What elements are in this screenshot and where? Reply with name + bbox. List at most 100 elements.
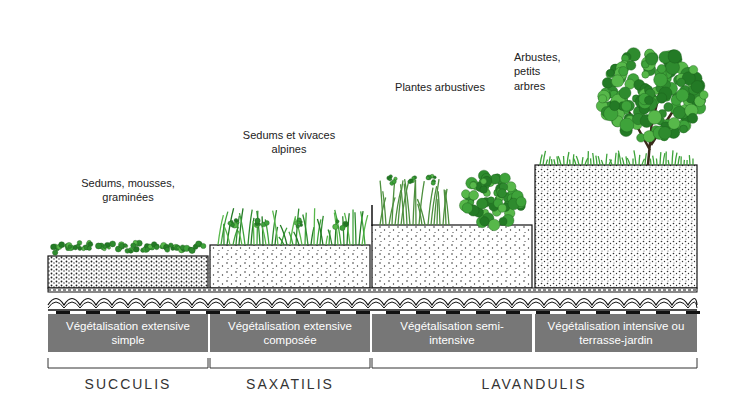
plant-stem	[445, 190, 449, 225]
plant-stem	[392, 179, 395, 225]
foliage	[598, 90, 610, 102]
plant-stem	[653, 156, 654, 165]
plant-stem	[615, 153, 616, 165]
foliage	[498, 189, 507, 198]
band-label: Végétalisation extensive simple	[54, 319, 202, 348]
plant-stem	[262, 225, 266, 245]
foliage	[387, 176, 391, 180]
plant-stem	[383, 191, 386, 225]
foliage	[620, 118, 634, 132]
foliage	[680, 125, 688, 133]
plant-stem	[313, 208, 315, 245]
plant-stem	[413, 180, 416, 225]
foliage	[668, 50, 681, 63]
plant-stem	[645, 153, 646, 165]
plant-stem	[610, 159, 612, 165]
foliage	[498, 204, 506, 212]
foliage	[431, 181, 435, 185]
plant-stem	[576, 156, 579, 165]
foliage	[691, 81, 703, 93]
plant-stem	[678, 156, 680, 165]
plant-stem	[574, 159, 576, 165]
foliage	[95, 243, 101, 249]
foliage	[480, 217, 489, 226]
foliage	[265, 221, 270, 226]
substrate-layer	[210, 245, 370, 288]
group-bracket	[210, 358, 370, 368]
plant-stem	[593, 153, 594, 165]
foliage	[128, 247, 133, 252]
plant-stem	[434, 179, 439, 225]
plant-label: Arbustes, petits arbres	[514, 50, 572, 93]
foliage	[648, 110, 662, 124]
foliage	[668, 118, 680, 130]
band-label: Végétalisation semi-intensive	[378, 319, 526, 348]
foliage	[433, 176, 436, 179]
foliage	[103, 245, 107, 249]
plant-stem	[683, 160, 685, 165]
foliage	[659, 127, 672, 140]
foliage	[677, 78, 686, 87]
foliage	[642, 71, 649, 78]
plant-stem	[224, 226, 230, 245]
foliage	[51, 244, 57, 250]
plant-stem	[265, 219, 269, 245]
plant-stem	[546, 159, 548, 165]
plant-stem	[590, 158, 592, 165]
plant-stem	[680, 156, 682, 165]
foliage	[626, 61, 635, 70]
plant-stem	[273, 211, 278, 245]
plant-stem	[380, 181, 383, 225]
plant-stem	[257, 211, 260, 245]
plant-stem	[601, 160, 603, 165]
plant-stem	[218, 215, 223, 245]
plant-stem	[290, 216, 296, 245]
plant-stem	[361, 211, 365, 245]
plant-stem	[554, 159, 555, 165]
plant-stem	[675, 153, 677, 165]
plant-stem	[280, 225, 287, 245]
foliage	[654, 73, 668, 87]
substrate-layer	[48, 256, 208, 288]
plant-stem	[317, 219, 323, 245]
plant-label: Plantes arbustives	[380, 80, 500, 94]
foliage	[124, 244, 127, 247]
group-bracket	[372, 358, 697, 368]
foliage	[645, 96, 654, 105]
plant-stem	[352, 209, 353, 245]
foliage	[607, 69, 614, 76]
plant-stem	[689, 155, 691, 165]
waterproof-line	[48, 309, 697, 311]
plant-stem	[279, 237, 284, 245]
foliage	[228, 221, 232, 225]
foliage	[255, 218, 260, 223]
foliage	[129, 250, 133, 254]
plant-stem	[294, 232, 299, 245]
plant-stem	[692, 158, 693, 165]
drainage-layer	[48, 302, 697, 308]
substrate-layer	[372, 225, 532, 288]
plant-stem	[667, 160, 669, 165]
plant-stem	[326, 236, 328, 245]
plant-stem	[587, 151, 589, 165]
plant-stem	[581, 157, 583, 165]
plant-stem	[401, 184, 404, 225]
foliage	[466, 177, 478, 189]
foliage	[516, 197, 526, 207]
plant-stem	[289, 232, 293, 245]
plant-label: Sedums et vivaces alpines	[233, 128, 345, 157]
foliage	[619, 67, 628, 76]
plant-stem	[438, 191, 440, 225]
foliage	[480, 186, 487, 193]
plant-stem	[563, 156, 565, 165]
roof-type-band: Végétalisation intensive ou terrasse-jar…	[535, 314, 697, 352]
foliage	[201, 243, 206, 248]
foliage	[462, 203, 472, 213]
edge-line	[371, 205, 373, 226]
plant-stem	[567, 152, 569, 165]
plant-stem	[551, 159, 553, 165]
group-name: LAVANDULIS	[434, 375, 634, 393]
plant-stem	[638, 155, 640, 165]
roof-type-band: Végétalisation extensive composée	[210, 314, 370, 352]
foliage	[621, 101, 631, 111]
